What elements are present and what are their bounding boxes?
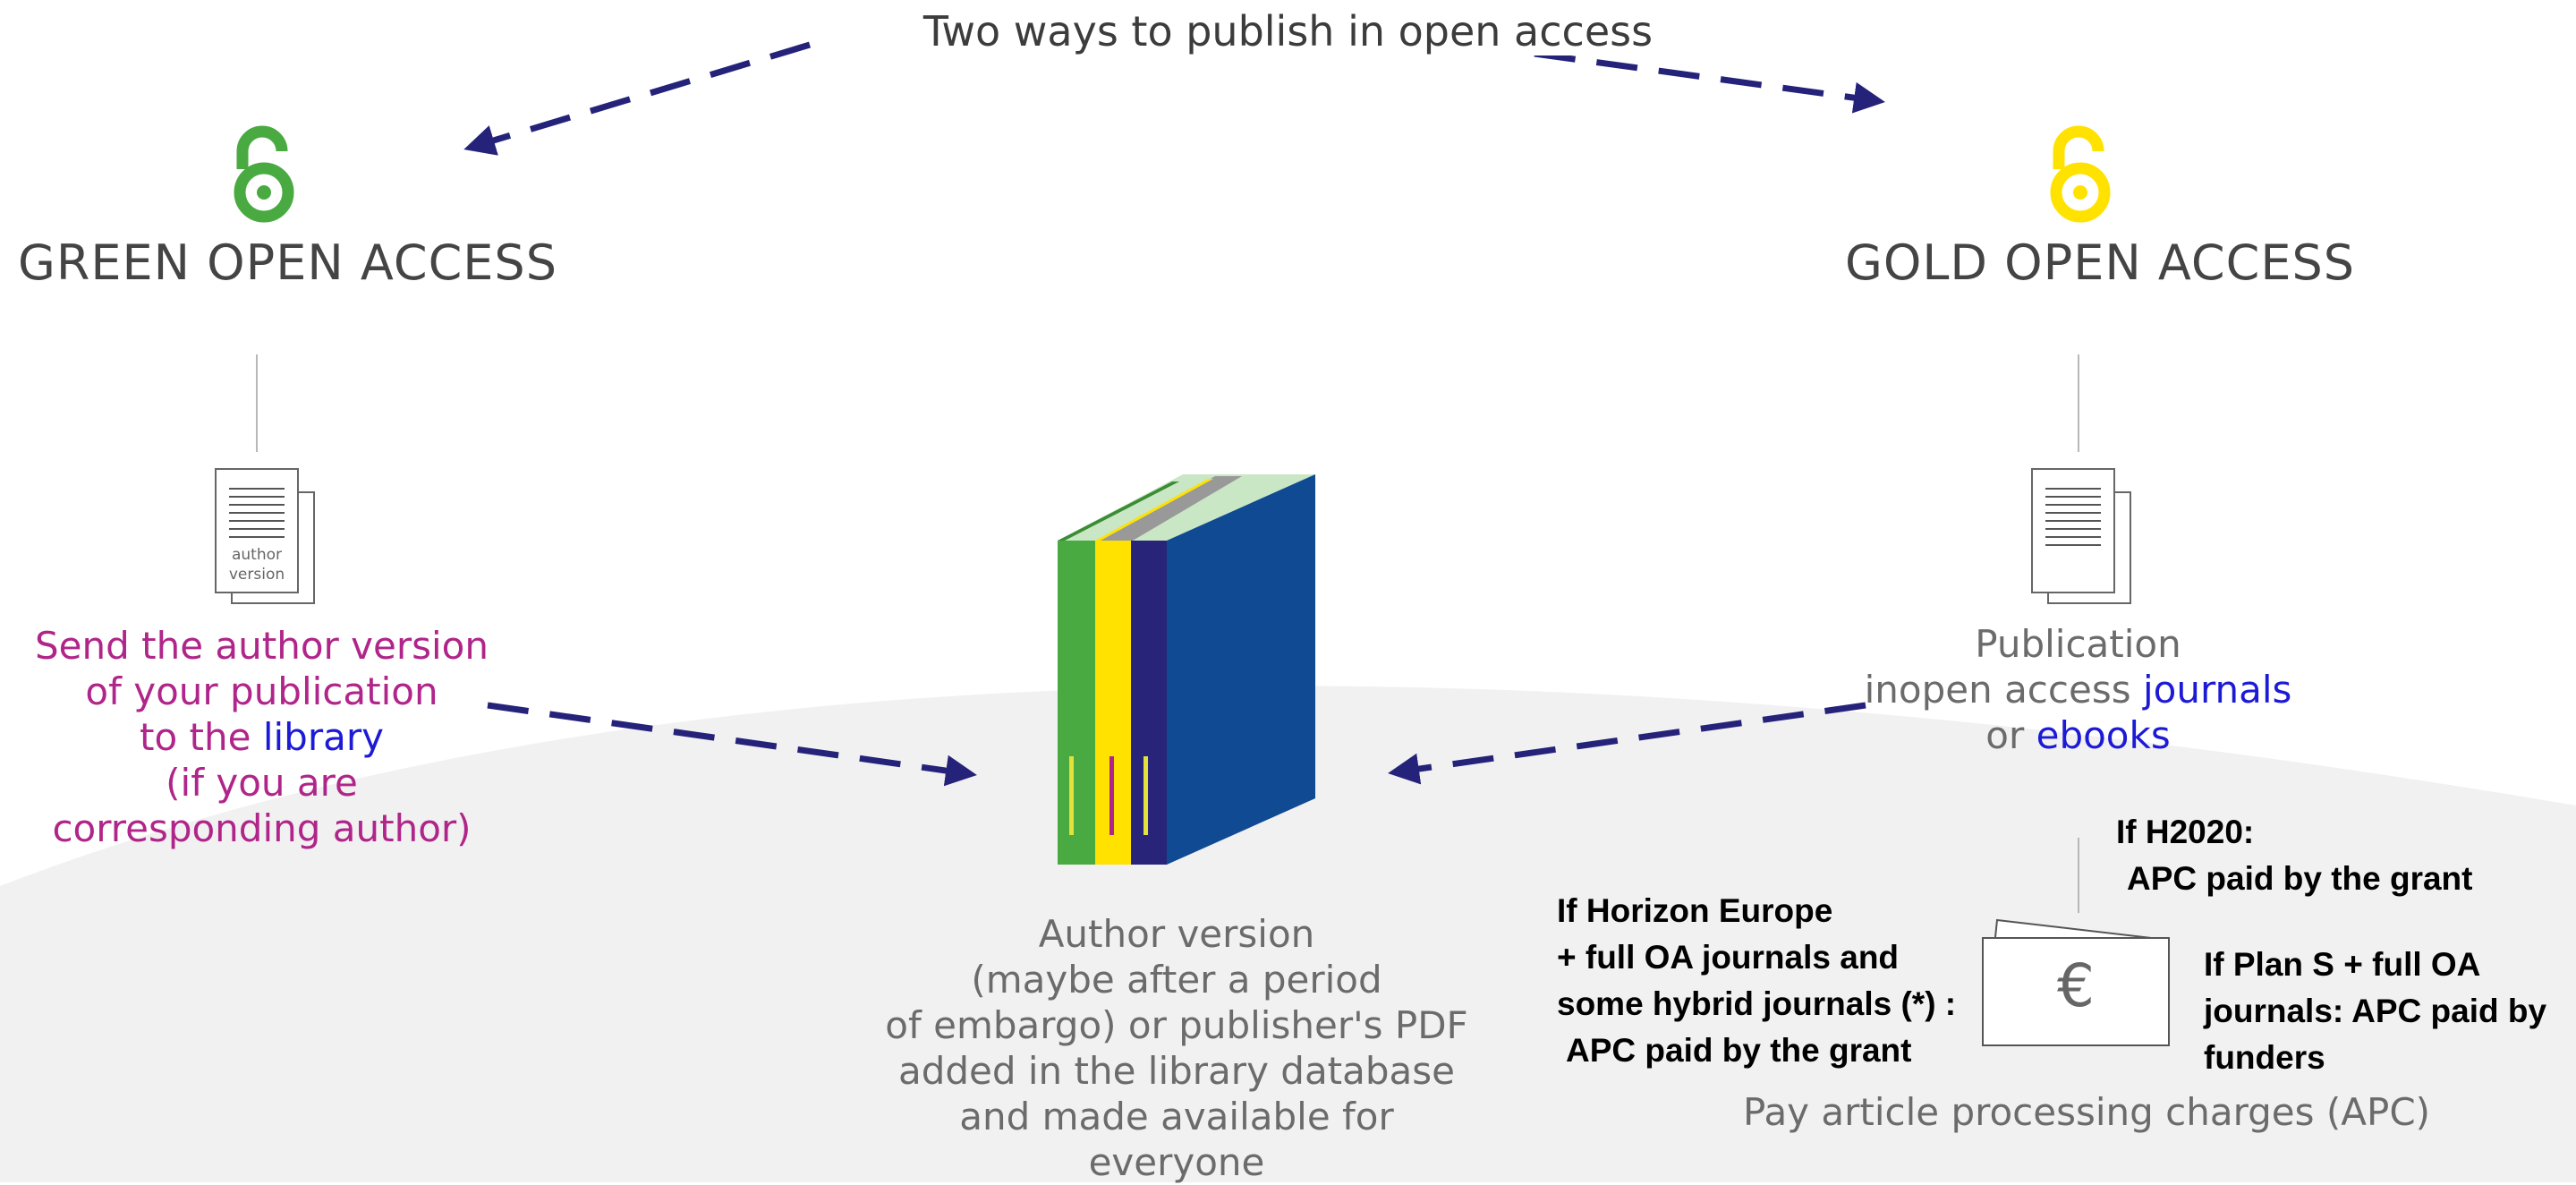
plan-s-note: If Plan S + full OA journals: APC paid b… xyxy=(2204,946,2547,1076)
green-line-5: corresponding author) xyxy=(52,806,472,850)
euro-banknote-icon xyxy=(1982,918,2170,1046)
green-line-3: to the library xyxy=(140,715,384,759)
book-green xyxy=(1058,541,1095,865)
green-description: Send the author version of your publicat… xyxy=(18,623,506,851)
library-link[interactable]: library xyxy=(262,715,384,759)
ebooks-link[interactable]: ebooks xyxy=(2036,713,2171,757)
book-navy xyxy=(1131,541,1167,865)
center-line-3: of embargo) or publisher's PDF xyxy=(885,1003,1468,1047)
h2020-note: If H2020: APC paid by the grant xyxy=(2116,814,2473,897)
books-illustration xyxy=(1058,474,1315,865)
euro-symbol: € xyxy=(2057,951,2095,1020)
green-line-1: Send the author version xyxy=(35,624,489,668)
gold-line-2: inopen access journals xyxy=(1864,668,2292,712)
horizon-europe-note: If Horizon Europe + full OA journals and… xyxy=(1557,892,1957,1069)
gold-line-3: or ebooks xyxy=(1985,713,2171,757)
background-dome xyxy=(0,686,2576,1182)
center-line-1: Author version xyxy=(1038,912,1315,956)
diagram-title: Two ways to publish in open access xyxy=(0,7,2576,55)
gold-heading: GOLD OPEN ACCESS xyxy=(1845,234,2356,291)
arrow-gold-to-book xyxy=(1388,702,1866,785)
center-line-2: (maybe after a period xyxy=(971,958,1382,1002)
green-open-access-lock-icon xyxy=(234,125,294,223)
book-blue xyxy=(1167,474,1315,865)
arrow-green-to-book xyxy=(487,702,977,787)
center-description: Author version (maybe after a period of … xyxy=(877,911,1476,1185)
journals-link[interactable]: journals xyxy=(2142,668,2292,712)
green-heading: GREEN OPEN ACCESS xyxy=(18,234,557,291)
gold-description: Publication inopen access journals or eb… xyxy=(1807,621,2349,758)
green-line-2: of your publication xyxy=(85,669,438,713)
gold-open-access-lock-icon xyxy=(2050,125,2111,223)
apc-caption: Pay article processing charges (APC) xyxy=(1743,1090,2431,1134)
arrow-to-green xyxy=(463,41,812,156)
publication-document-icon xyxy=(2031,468,2131,605)
diagram-title-text: Two ways to publish in open access xyxy=(897,7,1679,55)
center-line-6: everyone xyxy=(1088,1140,1265,1184)
author-version-document-icon: author version xyxy=(215,468,315,605)
green-line-4: (if you are xyxy=(166,761,358,805)
arrow-to-gold xyxy=(1534,50,1885,114)
author-version-doc-label: author version xyxy=(228,546,285,584)
center-line-5: and made available for xyxy=(959,1095,1394,1138)
center-line-4: added in the library database xyxy=(897,1049,1456,1093)
gold-line-1: Publication xyxy=(1975,622,2181,666)
